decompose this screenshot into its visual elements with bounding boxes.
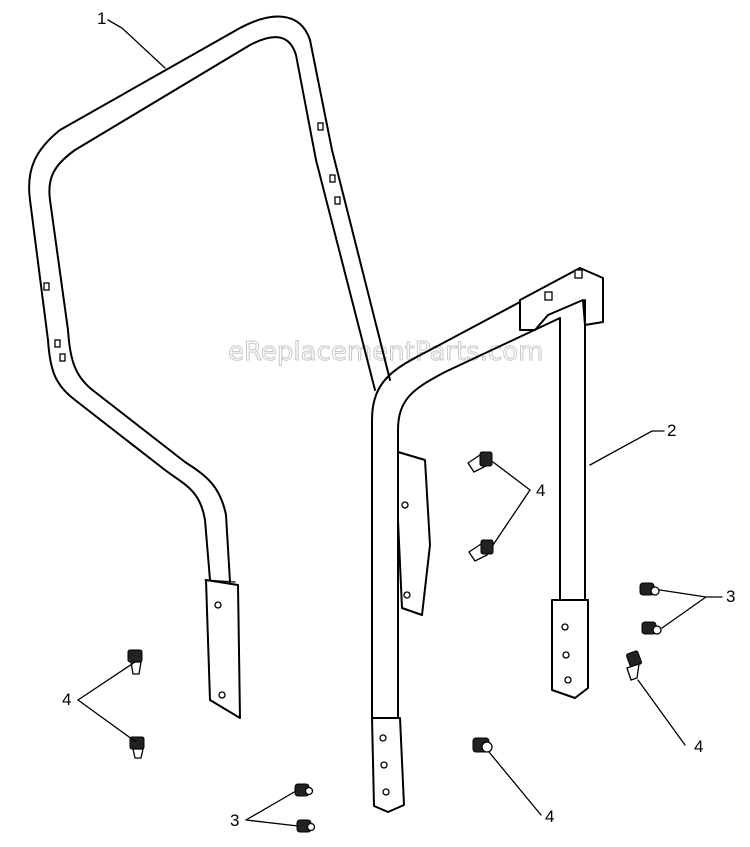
watermark-text: eReplacementParts.com [228, 337, 544, 367]
bolt-bottom-center [472, 737, 493, 753]
nut-right-upper [639, 582, 660, 596]
frame-part-1 [28, 15, 431, 719]
bolt-left-upper [127, 649, 143, 675]
nut-bottom-lower [296, 819, 316, 833]
leader-lines [77, 19, 723, 827]
bolt-right [626, 650, 642, 681]
nut-bottom-upper [294, 783, 314, 797]
frame-part-2 [371, 267, 604, 813]
callout-4-center: 4 [536, 481, 545, 500]
callout-4-bottom: 4 [545, 807, 554, 826]
nut-right-lower [641, 621, 662, 635]
bolt-left-lower [129, 736, 145, 759]
callout-3-bottom: 3 [230, 811, 239, 830]
callout-1: 1 [97, 9, 106, 28]
bolt-center-lower [468, 539, 494, 562]
callout-4-left: 4 [62, 690, 71, 709]
bolt-center-upper [467, 451, 493, 473]
callout-3-right: 3 [726, 587, 735, 606]
callout-2: 2 [667, 421, 676, 440]
callout-4-right: 4 [694, 737, 703, 756]
